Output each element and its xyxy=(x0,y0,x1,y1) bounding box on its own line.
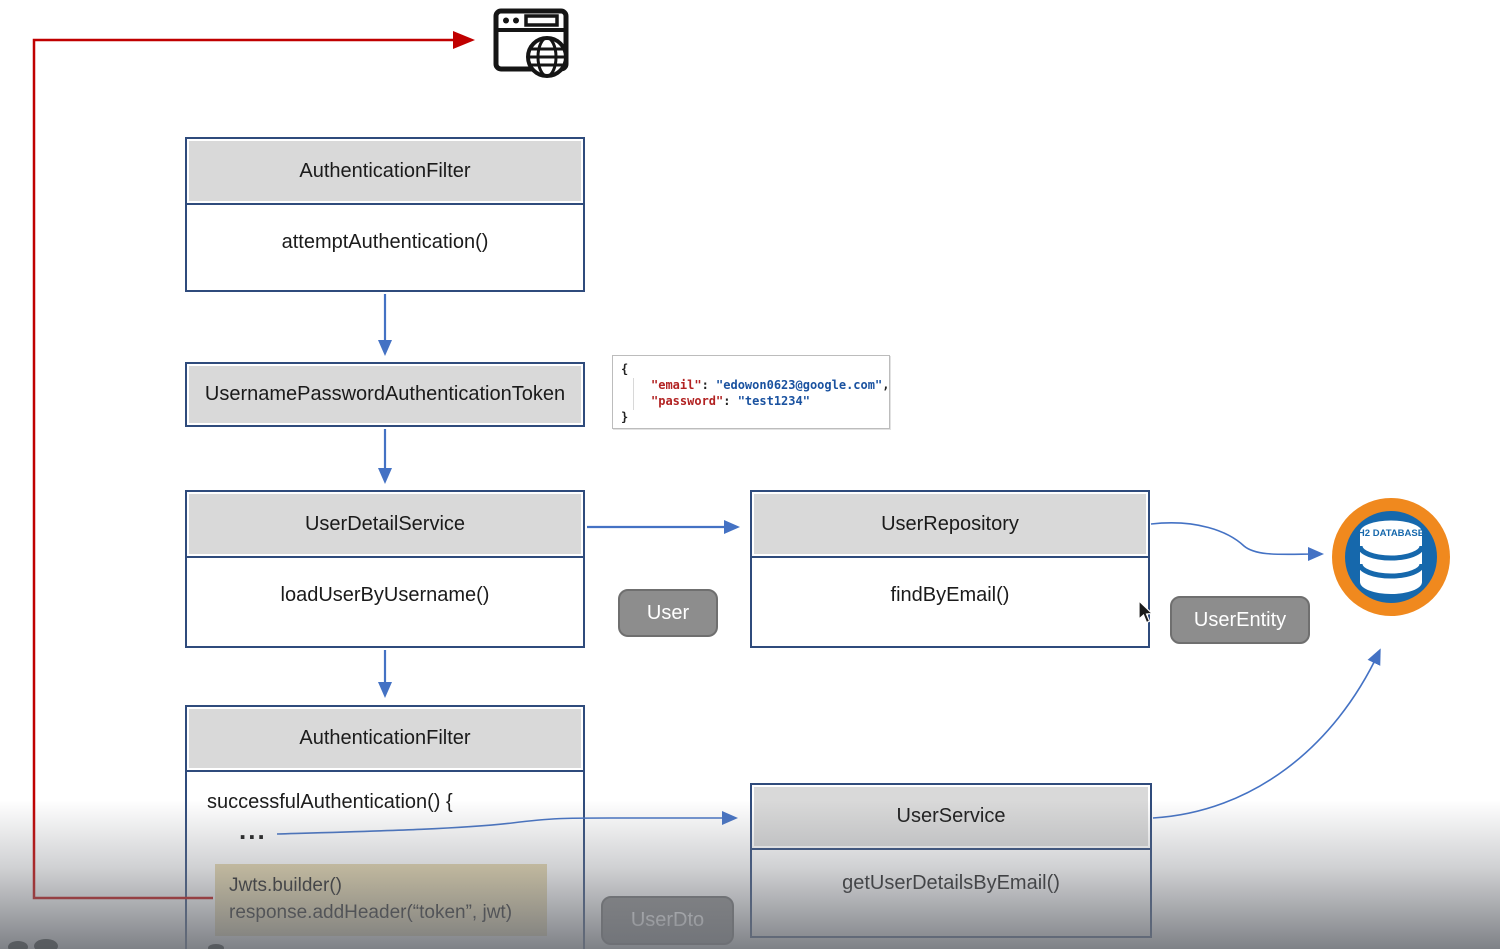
json-brace-open: { xyxy=(621,362,629,376)
chip-user-entity: UserEntity xyxy=(1170,596,1310,644)
ellipsis-label: ... xyxy=(239,815,267,845)
class-method: getUserDetailsByEmail() xyxy=(752,850,1150,895)
indent-guide xyxy=(633,378,634,410)
class-header: UserDetailService xyxy=(187,492,583,558)
browser-globe-icon xyxy=(493,8,569,78)
class-method: findByEmail() xyxy=(752,558,1148,607)
class-title: UserDetailService xyxy=(304,512,466,535)
bottom-edge-artifact xyxy=(8,941,28,949)
class-title: AuthenticationFilter xyxy=(299,159,471,182)
chip-label: User xyxy=(646,601,690,624)
method-label: successfulAuthentication() { xyxy=(207,791,453,813)
method-label: loadUserByUsername() xyxy=(280,584,490,606)
arrow-userrepository-to-database xyxy=(1150,522,1324,562)
highlight-line: Jwts.builder() xyxy=(229,875,342,896)
method-label: attemptAuthentication() xyxy=(281,231,489,253)
class-method: loadUserByUsername() xyxy=(187,558,583,607)
class-header: UserService xyxy=(752,785,1150,850)
class-title: UsernamePasswordAuthenticationToken xyxy=(204,383,566,405)
chip-label: UserEntity xyxy=(1193,608,1287,631)
json-email-line: "email": "edowon0623@google.com", xyxy=(651,378,890,392)
class-title: UserRepository xyxy=(881,512,1019,535)
bottom-edge-artifact xyxy=(34,939,58,949)
class-box-user-detail-service: UserDetailService loadUserByUsername() xyxy=(185,490,585,648)
class-box-user-service: UserService getUserDetailsByEmail() xyxy=(750,783,1152,938)
class-header: UserRepository xyxy=(752,492,1148,558)
bottom-edge-artifact xyxy=(208,944,224,949)
chip-user: User xyxy=(618,589,718,637)
class-title: UserService xyxy=(896,805,1006,827)
class-box-authentication-filter-1: AuthenticationFilter attemptAuthenticati… xyxy=(185,137,585,292)
mouse-cursor xyxy=(1138,600,1154,624)
json-brace-close: } xyxy=(621,410,629,424)
chip-label: UserDto xyxy=(630,909,705,931)
h2-database-icon: H2 DATABASE xyxy=(1332,498,1450,616)
class-box-user-repository: UserRepository findByEmail() xyxy=(750,490,1150,648)
h2-database-label: H2 DATABASE xyxy=(1358,528,1424,539)
json-payload: { "email": "edowon0623@google.com", "pas… xyxy=(612,355,890,429)
method-label: getUserDetailsByEmail() xyxy=(842,872,1060,894)
class-header: AuthenticationFilter xyxy=(187,707,583,772)
jwt-highlight-block: Jwts.builder() response.addHeader(“token… xyxy=(215,864,547,936)
class-box-username-password-token: UsernamePasswordAuthenticationToken xyxy=(185,362,585,427)
class-box-authentication-filter-2: AuthenticationFilter successfulAuthentic… xyxy=(185,705,585,949)
highlight-line: response.addHeader(“token”, jwt) xyxy=(229,902,513,923)
class-method: attemptAuthentication() xyxy=(187,205,583,254)
method-label: findByEmail() xyxy=(890,584,1010,606)
chip-user-dto: UserDto xyxy=(601,896,734,945)
class-header: AuthenticationFilter xyxy=(187,139,583,205)
arrow-userservice-to-database xyxy=(1152,648,1381,819)
class-title: AuthenticationFilter xyxy=(299,727,471,749)
json-password-line: "password": "test1234" xyxy=(651,394,810,408)
